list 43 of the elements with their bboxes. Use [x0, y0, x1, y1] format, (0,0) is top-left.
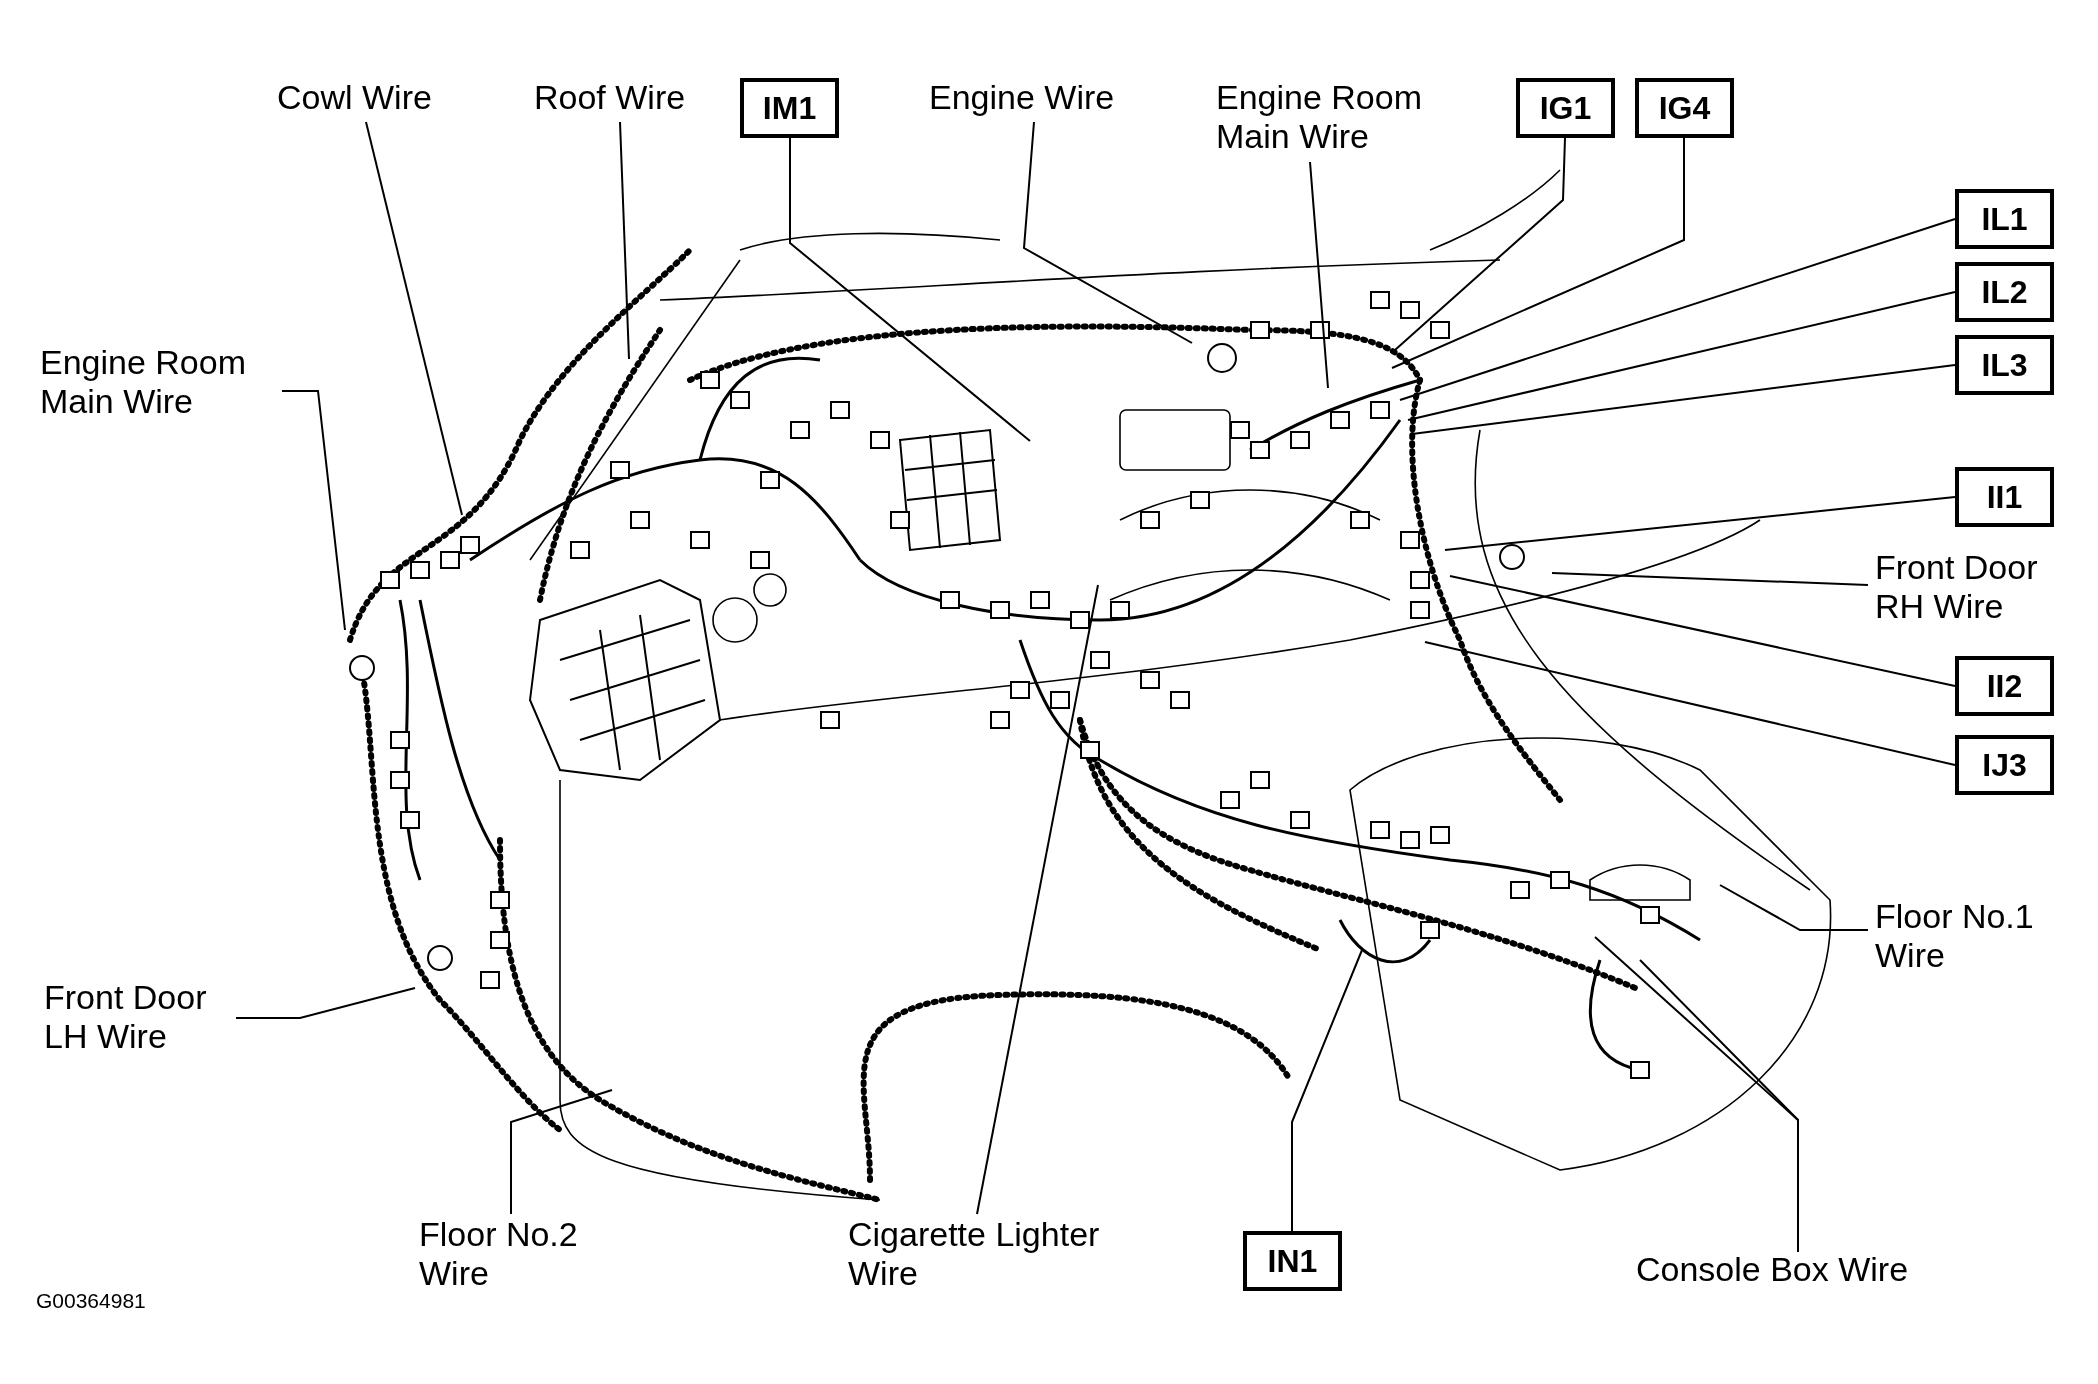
leader-line — [1309, 161, 1329, 389]
leader-line — [281, 390, 346, 631]
leader-line — [1391, 137, 1685, 369]
wire-label: Front Door RH Wire — [1875, 548, 2075, 627]
wire-label: Front Door LH Wire — [44, 978, 234, 1057]
wire-label: Cigarette Lighter Wire — [848, 1215, 1148, 1294]
wire-label: Console Box Wire — [1636, 1250, 1909, 1290]
wire-label: Engine Room Main Wire — [1216, 78, 1466, 157]
leader-line — [1399, 218, 1956, 401]
connector-code-box: IL2 — [1955, 262, 2054, 322]
leader-line — [1444, 496, 1956, 551]
leader-line — [1022, 121, 1193, 344]
wire-label: Floor No.1 Wire — [1875, 897, 2075, 976]
leader-line — [1639, 959, 1799, 1253]
wire-label: Engine Room Main Wire — [40, 343, 290, 422]
leader-line — [1407, 291, 1956, 421]
connector-code-box: II1 — [1955, 467, 2054, 527]
wire-label: Engine Wire — [929, 78, 1115, 118]
leader-line — [1411, 364, 1956, 435]
connector-code-box: IG4 — [1635, 78, 1734, 138]
leader-line — [510, 1089, 613, 1215]
connector-code-box: IL3 — [1955, 335, 2054, 395]
leader-line — [365, 121, 463, 516]
wire-label: Roof Wire — [534, 78, 686, 118]
leader-line — [619, 121, 630, 360]
leader-line — [1449, 575, 1956, 687]
leader-line — [976, 584, 1099, 1215]
wire-label: Floor No.2 Wire — [419, 1215, 609, 1294]
connector-code-box: II2 — [1955, 656, 2054, 716]
wire-label: Cowl Wire — [277, 78, 432, 118]
connector-code-box: IL1 — [1955, 189, 2054, 249]
leader-line — [1424, 641, 1956, 766]
leader-line — [1719, 884, 1869, 931]
leader-line — [1291, 949, 1363, 1232]
leader-line — [789, 137, 1031, 442]
leader-line — [1394, 137, 1566, 351]
connector-code-box: IN1 — [1243, 1231, 1342, 1291]
leader-line — [1551, 572, 1869, 586]
connector-code-box: IJ3 — [1955, 735, 2054, 795]
connector-code-box: IG1 — [1516, 78, 1615, 138]
connector-code-box: IM1 — [740, 78, 839, 138]
leader-line — [235, 987, 416, 1019]
figure-code: G00364981 — [36, 1288, 146, 1314]
